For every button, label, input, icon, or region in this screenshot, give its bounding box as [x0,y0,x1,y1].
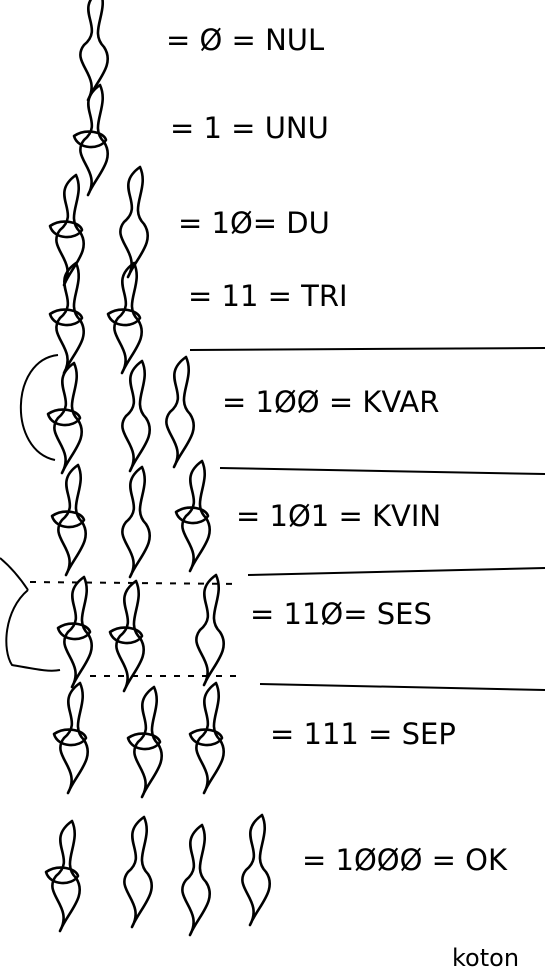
glyph-group-tri [48,261,144,375]
glyph-group-ok [44,813,272,937]
equation-label-kvar: = 1ØØ = KVAR [222,385,440,419]
strand-glyph [79,0,110,102]
knot-glyph [52,728,88,747]
knot-glyph [126,732,162,751]
knot-glyph [48,220,84,239]
strand-glyph [53,361,84,475]
strand-glyph [241,813,272,927]
strand-glyph [59,681,90,795]
strand-glyph [113,261,144,375]
equation-label-kvin: = 1Ø1 = KVIN [236,499,442,533]
strand-glyph [123,815,154,929]
glyph-group-kvar [46,355,196,475]
knot-glyph [174,506,210,525]
knot-glyph [188,728,224,747]
knot-glyph [48,308,84,327]
knot-glyph [46,408,82,427]
equation-label-sep: = 111 = SEP [270,717,456,751]
strand-glyph [51,819,82,933]
strand-glyph [57,463,88,577]
equation-label-unu: = 1 = UNU [170,111,329,145]
strand-glyph [181,459,212,573]
separator-line [219,467,545,475]
strand-glyph [119,165,150,279]
equation-label-ses: = 11Ø= SES [250,597,432,631]
glyph-group-kvin [50,459,212,579]
knot-glyph [50,510,86,529]
knot-glyph [56,622,92,641]
knot-glyph [108,626,144,645]
strand-glyph [121,465,152,579]
glyph-group-du [48,165,150,287]
knot-glyph [44,866,80,885]
strand-glyph [115,579,146,693]
strand-glyph [55,261,86,375]
strand-glyph [195,681,226,795]
equation-label-ok: = 1ØØØ = OK [302,843,508,877]
credit-signature: koton [452,944,520,972]
separator-line [247,567,545,576]
equation-label-nul: = Ø = NUL [166,23,325,57]
strand-glyph [195,573,226,687]
glyph-group-unu [72,83,110,197]
separator-line [189,347,545,351]
glyph-group-nul [79,0,110,102]
strand-glyph [121,359,152,473]
strand-glyph [133,685,164,799]
group-bracket [0,557,61,672]
glyph-group-sep [52,681,226,799]
knot-glyph [106,308,142,327]
knot-glyph [72,130,108,149]
equation-label-tri: = 11 = TRI [188,279,348,313]
equation-label-du: = 1Ø= DU [178,206,330,240]
strand-glyph [165,355,196,469]
strand-glyph [79,83,110,197]
separator-line [259,683,545,691]
glyph-group-ses [56,573,226,693]
group-bracket [19,354,59,461]
strand-glyph [181,823,212,937]
strand-glyph [63,575,94,689]
